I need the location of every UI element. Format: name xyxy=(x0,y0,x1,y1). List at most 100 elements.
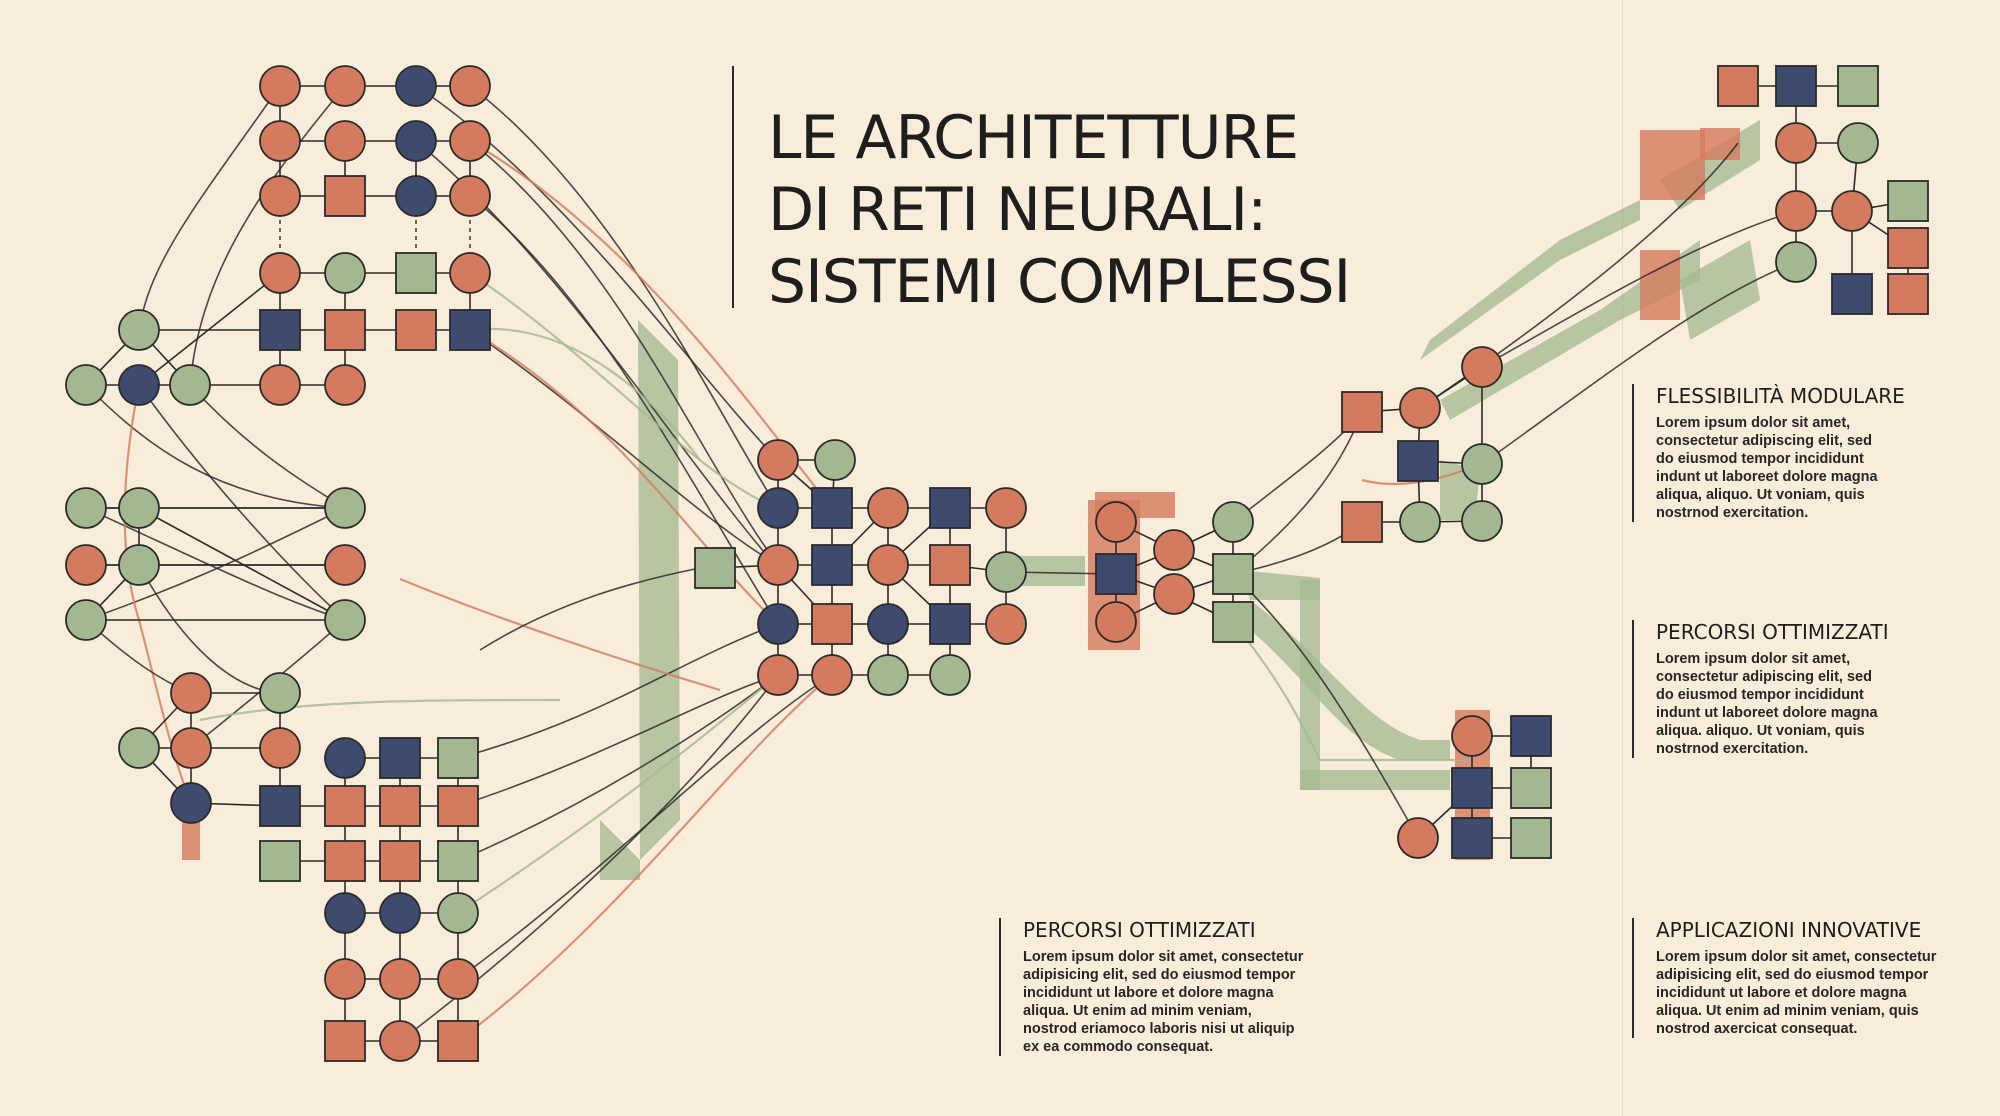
info-heading: PERCORSI OTTIMIZZATI xyxy=(1023,918,1256,942)
network-node-square xyxy=(437,737,479,779)
network-node-square xyxy=(811,487,853,529)
network-node-circle xyxy=(169,364,211,406)
title-line-1: LE ARCHITETTURE xyxy=(768,103,1299,173)
network-node-circle xyxy=(118,727,160,769)
connection-curve xyxy=(138,564,281,694)
network-node-circle xyxy=(1461,443,1503,485)
network-node-square xyxy=(1887,273,1929,315)
network-node-square xyxy=(1717,65,1759,107)
network-node-circle xyxy=(395,175,437,217)
network-node-circle xyxy=(867,544,909,586)
network-node-square xyxy=(1775,65,1817,107)
network-node-square xyxy=(1837,65,1879,107)
network-node-circle xyxy=(379,1020,421,1062)
network-node-circle xyxy=(324,599,366,641)
network-node-circle xyxy=(259,175,301,217)
network-node-circle xyxy=(170,782,212,824)
connection-curve xyxy=(85,507,346,621)
connection-curve xyxy=(199,698,561,722)
network-node-square xyxy=(449,309,491,351)
network-node-circle xyxy=(324,487,366,529)
network-node-circle xyxy=(1837,122,1879,164)
connection-curve xyxy=(189,85,346,386)
connection-edge xyxy=(138,272,281,386)
network-node-square xyxy=(259,309,301,351)
network-node-square xyxy=(259,785,301,827)
network-node-circle xyxy=(1461,500,1503,542)
network-node-circle xyxy=(757,603,799,645)
connector-band xyxy=(1440,240,1700,420)
network-node-square xyxy=(324,1020,366,1062)
connection-curve xyxy=(85,384,346,509)
network-node-circle xyxy=(259,252,301,294)
network-node-square xyxy=(1451,817,1493,859)
network-node-circle xyxy=(259,364,301,406)
network-node-circle xyxy=(324,120,366,162)
network-node-circle xyxy=(379,958,421,1000)
connection-curve xyxy=(479,567,701,651)
connector-band xyxy=(1250,600,1450,760)
network-node-square xyxy=(379,785,421,827)
connection-curve xyxy=(1232,411,1363,575)
network-node-circle xyxy=(1399,501,1441,543)
network-node-circle xyxy=(757,654,799,696)
network-node-circle xyxy=(170,727,212,769)
connection-curve xyxy=(457,674,833,1042)
page-title: LE ARCHITETTURE DI RETI NEURALI: SISTEMI… xyxy=(768,102,1351,318)
network-node-circle xyxy=(324,364,366,406)
connector-band xyxy=(600,820,640,880)
network-node-square xyxy=(1887,180,1929,222)
connection-curve xyxy=(85,507,346,621)
network-node-square xyxy=(1510,817,1552,859)
network-node-circle xyxy=(118,487,160,529)
info-heading: APPLICAZIONI INNOVATIVE xyxy=(1656,918,1922,942)
network-node-square xyxy=(379,840,421,882)
connection-curve xyxy=(457,674,833,980)
info-percorsi-ottimizzati-bottom: PERCORSI OTTIMIZZATI Lorem ipsum dolor s… xyxy=(999,918,1353,1056)
network-node-square xyxy=(1212,601,1254,643)
network-node-circle xyxy=(65,599,107,641)
network-node-square xyxy=(437,785,479,827)
paper-fold xyxy=(1622,0,1623,1116)
connection-curve xyxy=(457,623,779,759)
info-percorsi-ottimizzati-right: PERCORSI OTTIMIZZATI Lorem ipsum dolor s… xyxy=(1632,620,1956,758)
network-node-circle xyxy=(395,120,437,162)
network-node-circle xyxy=(757,487,799,529)
network-node-circle xyxy=(1775,190,1817,232)
network-node-square xyxy=(929,544,971,586)
title-line-2: DI RETI NEURALI: xyxy=(768,175,1267,245)
network-node-square xyxy=(324,309,366,351)
network-node-circle xyxy=(65,544,107,586)
network-node-circle xyxy=(985,487,1027,529)
network-node-circle xyxy=(1831,190,1873,232)
title-line-3: SISTEMI COMPLESSI xyxy=(768,247,1351,317)
connector-band xyxy=(1640,250,1680,320)
network-node-square xyxy=(1397,440,1439,482)
network-node-circle xyxy=(1153,573,1195,615)
network-node-square xyxy=(811,544,853,586)
connection-curve xyxy=(469,327,701,461)
network-node-circle xyxy=(324,958,366,1000)
network-node-circle xyxy=(811,654,853,696)
network-node-circle xyxy=(118,544,160,586)
network-node-square xyxy=(259,840,301,882)
network-node-square xyxy=(1451,767,1493,809)
network-node-square xyxy=(1887,227,1929,269)
network-node-circle xyxy=(1775,122,1817,164)
connection-curve xyxy=(469,272,779,510)
network-node-circle xyxy=(814,439,856,481)
connector-band xyxy=(1420,200,1640,360)
network-node-square xyxy=(395,309,437,351)
connector-band xyxy=(1680,240,1760,340)
network-node-circle xyxy=(985,603,1027,645)
connector-band xyxy=(1700,128,1740,160)
network-node-square xyxy=(694,547,736,589)
network-node-circle xyxy=(449,252,491,294)
network-node-circle xyxy=(867,654,909,696)
connection-curve xyxy=(457,674,779,914)
connector-band xyxy=(638,320,680,860)
connection-curve xyxy=(399,577,721,692)
network-node-circle xyxy=(395,65,437,107)
network-node-circle xyxy=(757,439,799,481)
connection-edge xyxy=(138,507,346,621)
